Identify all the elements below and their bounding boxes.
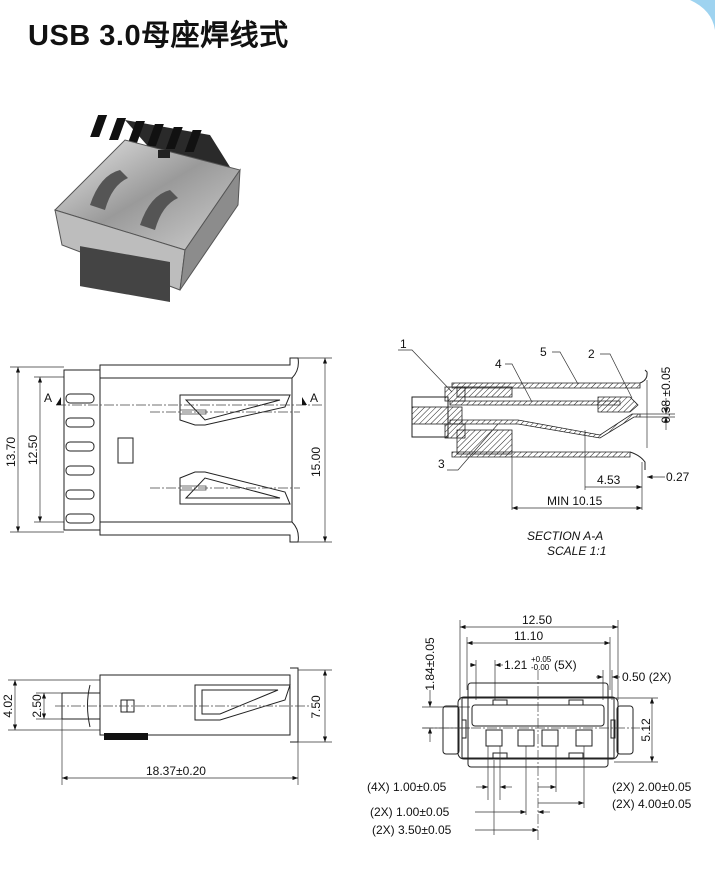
dim-13-70: 13.70 (4, 437, 18, 467)
dim-5-12: 5.12 (639, 718, 653, 742)
dim-2x-2-00: (2X) 2.00±0.05 (612, 780, 692, 794)
section-marker-right: A (310, 391, 318, 405)
dim-7-50: 7.50 (309, 695, 323, 719)
callout-4: 4 (495, 357, 502, 371)
dim-4x-1-00: (4X) 1.00±0.05 (367, 780, 447, 794)
dim-12-50: 12.50 (26, 435, 40, 465)
dim-min-10-15: MIN 10.15 (547, 494, 603, 508)
section-a-a: 1 2 3 4 5 0.38 ±0.05 4.53 0.27 MIN 10.15… (398, 337, 690, 558)
dim-1-21-count: (5X) (554, 658, 577, 672)
dim-11-10: 11.10 (514, 629, 543, 643)
dim-2x-1-00: (2X) 1.00±0.05 (370, 805, 450, 819)
callout-3: 3 (438, 457, 445, 471)
dim-4-53: 4.53 (597, 473, 621, 487)
dim-1-21-tol-plus: +0.05 (531, 655, 552, 664)
section-caption: SECTION A-A (527, 529, 603, 543)
page-title: USB 3.0母座焊线式 (28, 20, 289, 52)
dim-1-21-tol-minus: -0.00 (531, 663, 550, 672)
dim-2x-3-50: (2X) 3.50±0.05 (372, 823, 452, 837)
section-scale: SCALE 1:1 (547, 544, 606, 558)
dim-0-38: 0.38 ±0.05 (659, 366, 673, 423)
top-view: 13.70 12.50 A A 15.00 (4, 357, 332, 543)
side-view: 4.02 2.50 7.50 18.37±0.20 (1, 667, 332, 785)
dim-0-27: 0.27 (666, 470, 690, 484)
section-marker-left: A (44, 391, 52, 405)
dim-2-50: 2.50 (30, 694, 44, 718)
callout-1: 1 (400, 337, 407, 351)
corner-accent-arc (690, 0, 715, 30)
callout-5: 5 (540, 345, 547, 359)
dim-4-02: 4.02 (1, 694, 15, 718)
callout-2: 2 (588, 347, 595, 361)
product-photo (54, 115, 241, 302)
dim-2x-4-00: (2X) 4.00±0.05 (612, 797, 692, 811)
dim-12-50-front: 12.50 (522, 613, 552, 627)
dim-18-37: 18.37±0.20 (146, 764, 206, 778)
front-view: 12.50 11.10 1.21 +0.05 -0.00 (5X) 0.50 (… (367, 613, 692, 840)
dim-1-84: 1.84±0.05 (423, 637, 437, 691)
dim-15-00: 15.00 (309, 447, 323, 477)
dim-0-50: 0.50 (2X) (622, 670, 671, 684)
dim-1-21: 1.21 (504, 658, 528, 672)
